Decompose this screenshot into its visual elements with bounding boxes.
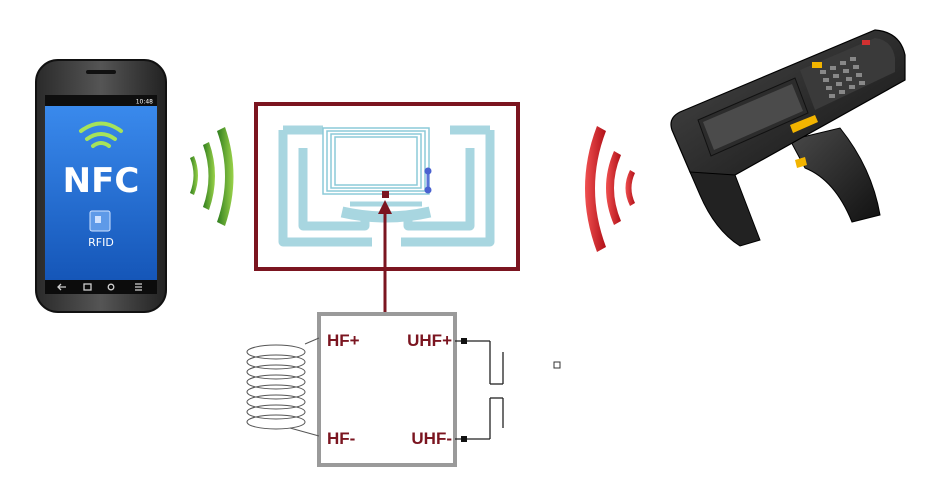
uhf-minus-terminal [461, 436, 467, 442]
chip-pointer-arrow [378, 200, 392, 313]
hf-bridge-connector [424, 167, 432, 194]
phone-speaker [86, 70, 116, 74]
hf-coil-antenna [322, 127, 430, 195]
dual-frequency-chip: HF+ HF- UHF+ UHF- [317, 312, 457, 467]
smartphone: 10:48 NFC RFID [35, 59, 167, 313]
search-icon [107, 283, 115, 291]
uhf-plus-terminal [461, 338, 467, 344]
phone-time: 10:48 [136, 99, 153, 106]
phone-screen [45, 95, 157, 280]
hf-coil-symbol [246, 337, 320, 437]
menu-icon [135, 283, 142, 291]
hf-plus-label: HF+ [327, 331, 360, 350]
rfid-card-icon [89, 210, 111, 232]
uhf-minus-label: UHF- [411, 429, 452, 448]
phone-rfid-label: RFID [88, 236, 114, 249]
nfc-waves-icon [79, 121, 123, 148]
phone-nav-bar [45, 280, 157, 294]
phone-status-bar [45, 95, 157, 106]
dual-frequency-tag [254, 102, 520, 271]
handheld-rfid-reader-icon [670, 29, 906, 247]
uhf-plus-label: UHF+ [407, 331, 452, 350]
handle-square [553, 361, 561, 369]
tag-outline [254, 102, 520, 271]
chip-marker [382, 191, 389, 198]
nfc-signal-icon [190, 127, 234, 226]
back-icon [57, 283, 66, 291]
uhf-signal-icon [585, 126, 635, 252]
phone-nfc-label: NFC [63, 161, 140, 201]
home-icon [83, 283, 92, 291]
chip-body [317, 312, 457, 467]
uhf-dipole-symbol [455, 340, 504, 440]
hf-minus-label: HF- [327, 429, 355, 448]
